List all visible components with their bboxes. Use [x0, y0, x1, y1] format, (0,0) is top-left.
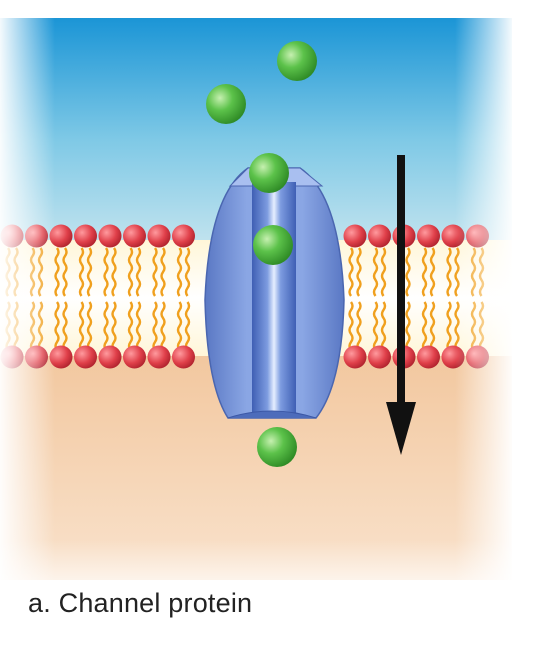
lipid-tail: [111, 301, 117, 351]
lipid-tail: [176, 301, 183, 351]
lipid-tail: [86, 247, 93, 297]
phospholipid-head: [147, 224, 171, 248]
lipid-tail: [135, 301, 142, 351]
lipid-tail: [160, 247, 166, 297]
down-arrow-icon: [386, 155, 416, 455]
lipid-tail: [380, 247, 387, 297]
phospholipid-head: [172, 345, 195, 369]
phospholipid-head: [49, 224, 73, 248]
phospholipid-head: [74, 345, 97, 369]
left-edge-fade: [0, 18, 55, 580]
phospholipid-head: [147, 345, 171, 369]
molecule: [277, 41, 317, 81]
lipid-tail: [54, 247, 60, 297]
lipid-tail: [446, 301, 452, 351]
lipid-tail: [348, 247, 354, 297]
lipid-tail: [135, 247, 142, 297]
lipid-tail: [184, 247, 191, 297]
lipid-tail: [62, 247, 68, 297]
phospholipid-head: [343, 224, 367, 248]
channel-protein: [204, 167, 345, 419]
phospholipid-head: [368, 224, 391, 248]
lipid-tail: [127, 301, 134, 351]
lipid-tail: [356, 301, 362, 351]
lipid-tail: [111, 247, 117, 297]
phospholipid-head: [98, 345, 122, 369]
lipid-tail: [54, 301, 60, 351]
molecule: [257, 427, 297, 467]
lipid-tail: [103, 301, 109, 351]
solute-molecules: [206, 41, 317, 467]
lipid-tail: [176, 247, 183, 297]
molecule: [206, 84, 246, 124]
right-edge-fade: [455, 18, 512, 580]
phospholipid-head: [172, 224, 195, 248]
lipid-tail: [421, 247, 428, 297]
phospholipid-head: [417, 224, 440, 248]
channel-pore: [252, 182, 296, 418]
phospholipid-head: [123, 345, 146, 369]
lipid-tail: [103, 247, 109, 297]
lipid-tail: [380, 301, 387, 351]
lipid-tail: [86, 301, 93, 351]
lipid-tail: [446, 247, 452, 297]
phospholipid-heads-bottom: [0, 345, 489, 369]
lipid-tail: [184, 301, 191, 351]
figure-caption: a. Channel protein: [28, 588, 253, 618]
lipid-tail: [372, 247, 379, 297]
lipid-tail: [127, 247, 134, 297]
phospholipid-head: [49, 345, 73, 369]
lipid-tail: [421, 301, 428, 351]
lipid-tail: [429, 301, 436, 351]
lipid-tail: [152, 301, 158, 351]
phospholipid-head: [123, 224, 146, 248]
phospholipid-head: [98, 224, 122, 248]
lipid-tail: [62, 301, 68, 351]
lipid-tail: [429, 247, 436, 297]
molecule: [249, 153, 289, 193]
lipid-tail: [152, 247, 158, 297]
lipid-tail: [78, 301, 85, 351]
phospholipid-head: [74, 224, 97, 248]
lipid-tail: [372, 301, 379, 351]
phospholipid-head: [343, 345, 367, 369]
channel-protein-bottom-opening: [227, 410, 317, 419]
molecule: [253, 225, 293, 265]
lipid-tail: [160, 301, 166, 351]
phospholipid-head: [417, 345, 440, 369]
phospholipid-head: [368, 345, 391, 369]
lipid-tail: [405, 301, 411, 351]
bottom-edge-fade: [0, 540, 512, 580]
lipid-tail: [405, 247, 411, 297]
lipid-tail: [356, 247, 362, 297]
lipid-tail: [78, 247, 85, 297]
lipid-tail: [348, 301, 354, 351]
